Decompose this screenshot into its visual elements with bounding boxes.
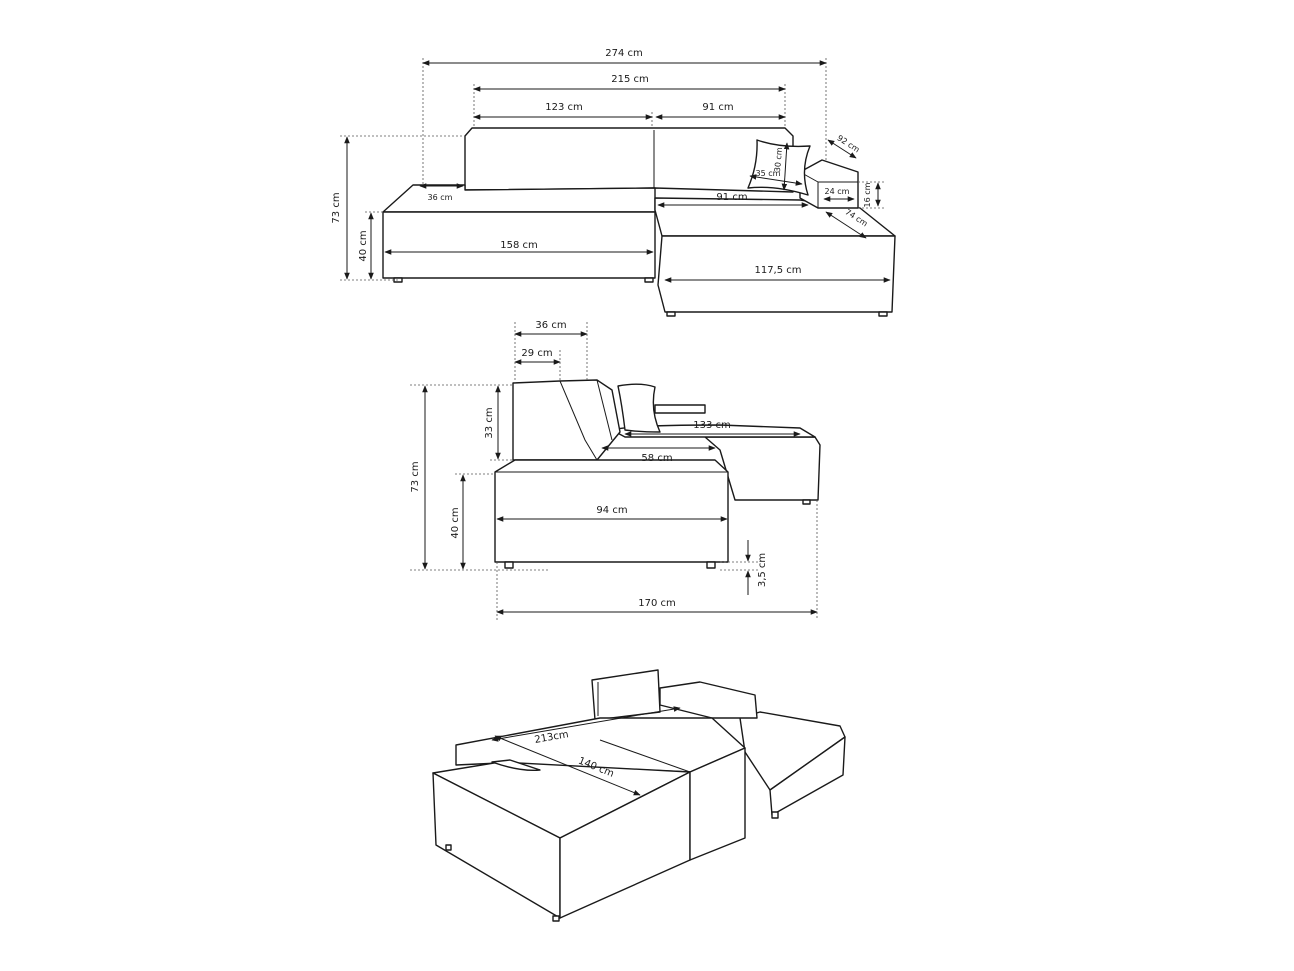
pillow-side — [617, 383, 661, 433]
dim-armrest-width: 24 cm — [825, 187, 850, 196]
armrest-block — [659, 681, 758, 719]
left-seat-front — [382, 211, 656, 279]
backrest — [464, 127, 794, 193]
chaise-front — [769, 736, 846, 816]
dim-side-seat-height: 40 cm — [450, 507, 461, 538]
armrest — [799, 159, 859, 209]
front-view: 274 cm 215 cm 123 cm 91 cm 92 cm 30 cm 3… — [331, 48, 896, 317]
dim-sofa-width: 158 cm — [500, 240, 538, 251]
side-view: 36 cm 29 cm 33 cm 133 cm 58 cm 73 cm 40 … — [410, 320, 821, 620]
armrest-side — [654, 404, 706, 414]
dim-armrest-depth: 92 cm — [835, 133, 861, 154]
dim-backrest-top-depth: 29 cm — [521, 348, 552, 359]
dim-total-depth: 170 cm — [638, 598, 676, 609]
dim-sofa-depth: 94 cm — [596, 505, 627, 516]
side-view-guides — [410, 322, 818, 620]
dim-front-seat-height: 40 cm — [358, 230, 369, 261]
side-view-dimensions: 36 cm 29 cm 33 cm 133 cm 58 cm 73 cm 40 … — [410, 320, 818, 615]
dim-backrest-width: 215 cm — [611, 74, 649, 85]
dim-backrest-depth: 36 cm — [535, 320, 566, 331]
dim-left-back: 123 cm — [545, 102, 583, 113]
side-view-sofa — [494, 379, 821, 569]
front-view-guides — [340, 58, 885, 281]
dim-pillow-width: 35 cm — [756, 169, 781, 178]
dim-seat-depth: 58 cm — [641, 453, 672, 464]
dim-front-total-height: 73 cm — [331, 192, 342, 223]
dim-right-back: 91 cm — [702, 102, 733, 113]
dim-pillow-height: 30 cm — [773, 147, 784, 173]
dim-backrest-height: 33 cm — [484, 407, 495, 438]
dim-left-armrest: 36 cm — [428, 193, 453, 202]
dim-chaise-width: 117,5 cm — [754, 265, 801, 276]
dim-side-total-height: 73 cm — [410, 461, 421, 492]
left-seat-top — [382, 184, 656, 213]
dim-chaise-seat: 91 cm — [716, 192, 747, 203]
dim-armrest-height: 16 cm — [863, 182, 872, 207]
front-view-sofa — [382, 127, 896, 317]
middle-block — [689, 747, 746, 861]
front-view-dimensions: 274 cm 215 cm 123 cm 91 cm 92 cm 30 cm 3… — [331, 48, 891, 283]
bed-view: 213cm 140 cm — [432, 669, 846, 922]
dim-overall-width: 274 cm — [605, 48, 643, 59]
dim-leg-height: 3,5 cm — [757, 553, 768, 587]
bed-view-sofa — [432, 669, 846, 922]
backrest-pillow — [591, 669, 661, 721]
dim-chaise-length: 133 cm — [693, 420, 731, 431]
